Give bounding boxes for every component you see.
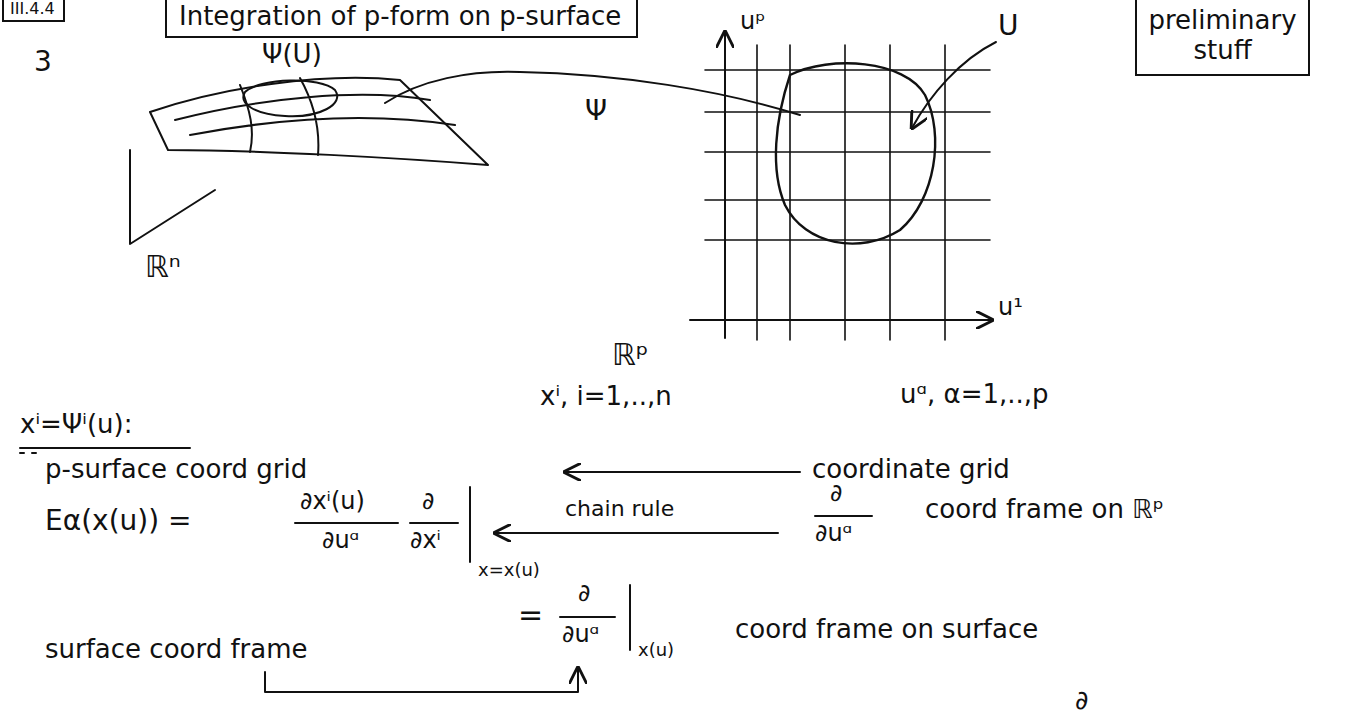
fraction-top: ∂ — [830, 480, 842, 508]
domain-region — [776, 63, 935, 243]
fraction-bar — [295, 516, 872, 617]
grid-arrow — [565, 471, 800, 473]
space-label: ℝᵖ — [612, 338, 649, 373]
fraction-top: ∂ — [1075, 686, 1088, 716]
u1-axis — [690, 319, 992, 321]
axis-label: u¹ — [998, 294, 1023, 322]
underline — [20, 448, 190, 453]
equation: = — [518, 598, 543, 633]
box-text: preliminary stuff — [1147, 6, 1298, 66]
note-text: coord frame on surface — [735, 615, 1038, 645]
fraction-bottom: ∂uᵅ — [815, 520, 852, 548]
note-text: coord frame on ℝᵖ — [925, 495, 1164, 525]
fraction-bottom: ∂uᵅ — [562, 621, 599, 649]
leader-line — [912, 42, 996, 128]
title-box: Integration of p-form on p-surface — [165, 0, 638, 38]
page-number: 3 — [34, 46, 52, 78]
coordinate-note: xⁱ, i=1,..,n — [540, 382, 672, 412]
axis-label: uᵖ — [740, 8, 766, 36]
coordinate-note: uᵅ, α=1,..,p — [900, 380, 1049, 410]
fraction-bottom: ∂xⁱ — [410, 527, 441, 555]
map-label: Ψ — [585, 95, 607, 127]
p-surface — [150, 78, 488, 165]
surface-region — [243, 80, 337, 116]
region-label: U — [998, 10, 1019, 42]
note-text: p-surface coord grid — [45, 455, 307, 485]
fraction-top: ∂ — [578, 580, 590, 608]
space-label: ℝⁿ — [145, 250, 181, 285]
equation: Eα(x(u)) = — [45, 505, 192, 537]
arrow-label: chain rule — [565, 496, 674, 521]
rn-axes — [130, 150, 215, 244]
box-text: Integration of p-form on p-surface — [179, 2, 624, 32]
box-text: III.4.4 — [10, 0, 57, 18]
coordinate-grid — [705, 45, 990, 340]
image-label: Ψ(U) — [262, 40, 322, 70]
fraction-top: ∂ — [422, 488, 434, 516]
equation: xⁱ=Ψⁱ(u): — [20, 410, 132, 440]
evaluation-point: x(u) — [638, 640, 674, 661]
up-axis — [724, 32, 726, 338]
note-text: surface coord frame — [45, 635, 308, 665]
chain-rule-arrow — [495, 532, 778, 534]
fraction-bottom: ∂uᵅ — [322, 527, 359, 555]
fraction-top: ∂xⁱ(u) — [300, 488, 365, 516]
note-box: preliminary stuff — [1135, 0, 1310, 76]
bracket-arrow — [265, 668, 578, 692]
section-tag: III.4.4 — [2, 0, 65, 22]
evaluation-point: x=x(u) — [478, 560, 540, 581]
